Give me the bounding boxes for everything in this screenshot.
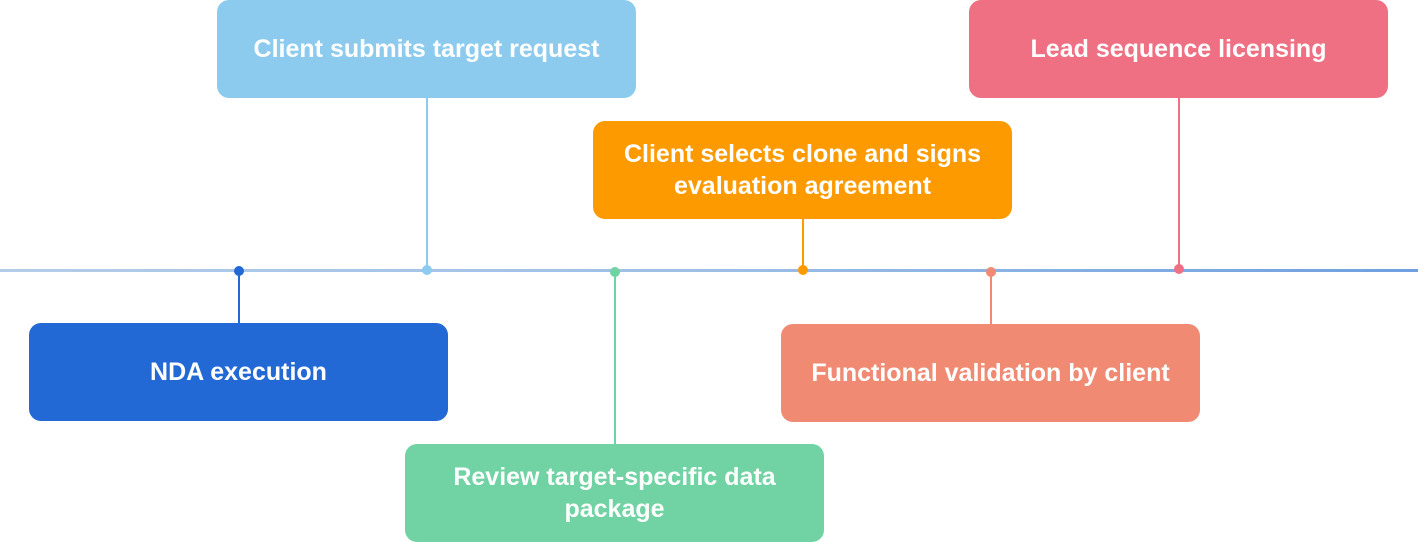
connector-lead-sequence-licensing xyxy=(1178,97,1180,269)
event-box-functional-validation: Functional validation by client xyxy=(781,324,1200,422)
connector-review-data-package xyxy=(614,272,616,445)
event-box-client-selects-clone: Client selects clone and signs evaluatio… xyxy=(593,121,1012,219)
connector-client-submits-target-request xyxy=(426,97,428,269)
event-label: Functional validation by client xyxy=(811,359,1170,387)
event-box-nda-execution: NDA execution xyxy=(29,323,448,421)
event-label: Review target-specific data package xyxy=(453,463,776,523)
timeline-dot-client-submits-target-request xyxy=(422,265,432,275)
event-label: Client selects clone and signs evaluatio… xyxy=(623,140,982,200)
event-label: Lead sequence licensing xyxy=(1030,35,1327,63)
connector-nda-execution xyxy=(238,271,240,324)
timeline-dot-functional-validation xyxy=(986,267,996,277)
timeline-dot-client-selects-clone xyxy=(798,265,808,275)
timeline-dot-lead-sequence-licensing xyxy=(1174,264,1184,274)
event-box-review-data-package: Review target-specific data package xyxy=(405,444,824,542)
timeline-axis xyxy=(0,269,1418,272)
connector-client-selects-clone xyxy=(802,217,804,270)
timeline-dot-review-data-package xyxy=(610,267,620,277)
event-label: NDA execution xyxy=(150,358,327,386)
event-box-client-submits-target-request: Client submits target request xyxy=(217,0,636,98)
event-box-lead-sequence-licensing: Lead sequence licensing xyxy=(969,0,1388,98)
event-label: Client submits target request xyxy=(253,35,600,63)
connector-functional-validation xyxy=(990,272,992,325)
timeline-dot-nda-execution xyxy=(234,266,244,276)
